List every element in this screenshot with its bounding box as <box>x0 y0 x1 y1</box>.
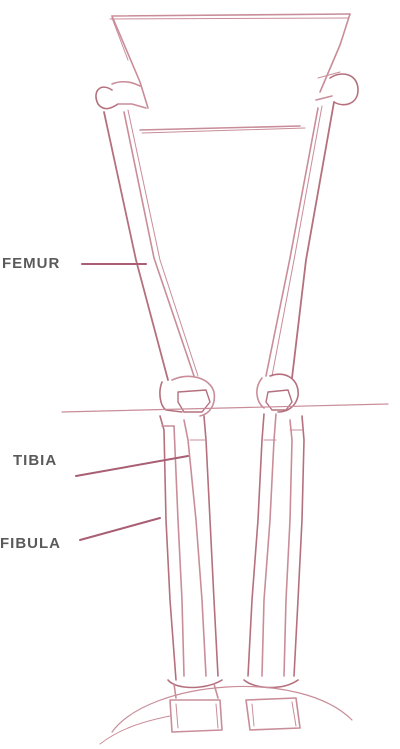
fibula-leader-line <box>79 517 161 541</box>
knee-line <box>61 403 389 413</box>
pelvis-frame <box>109 13 351 134</box>
tibia-leader-line <box>75 455 189 477</box>
left-lower-leg <box>159 415 223 733</box>
right-femur <box>256 71 359 413</box>
right-lower-leg <box>243 413 305 731</box>
tibia-label: TIBIA <box>13 452 58 469</box>
fibula-label: FIBULA <box>0 535 61 552</box>
left-femur <box>95 81 216 417</box>
ground-arc <box>111 686 353 733</box>
femur-label: FEMUR <box>2 255 61 272</box>
